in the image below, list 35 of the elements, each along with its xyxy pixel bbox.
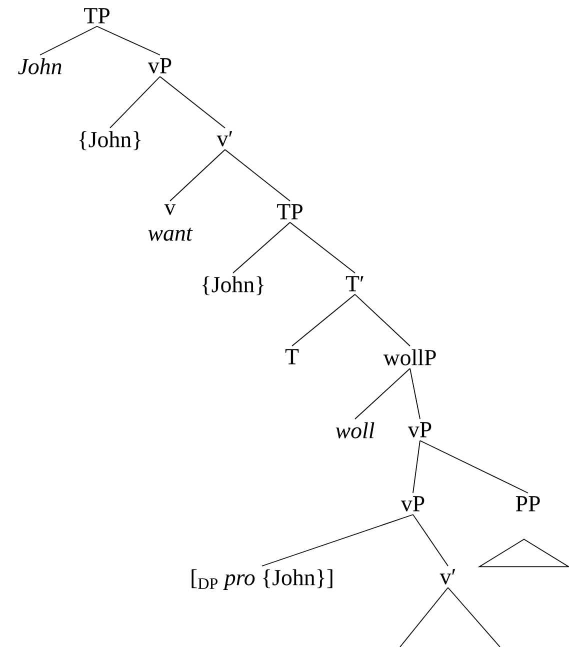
branch-line [410, 368, 420, 420]
branch-line [96, 26, 160, 56]
branch-line [224, 149, 290, 202]
tree-label: TP [277, 204, 302, 220]
tree-label: T [285, 349, 299, 364]
branch-line [290, 222, 356, 274]
tree-label: [$_{DP}$ pro {John}] [192, 569, 332, 590]
branch-line [412, 440, 420, 494]
branch-line [110, 76, 160, 128]
tree-label: v′ [216, 131, 232, 146]
tree-label: woll [336, 422, 374, 438]
tree-label: TP [84, 8, 110, 24]
tree-label: wollP [383, 349, 436, 366]
branch-line [262, 514, 414, 566]
tree-label: PP [516, 496, 540, 512]
branch-line [412, 514, 448, 566]
tree-label: {John} [202, 276, 264, 296]
branch-line [292, 294, 356, 346]
branch-line [160, 76, 226, 128]
branch-line [354, 368, 410, 420]
branch-line [354, 294, 410, 346]
tree-label: vP [148, 58, 172, 74]
branch-line [420, 440, 528, 494]
tree-label: v′ [440, 569, 456, 584]
tree-label: vP [408, 422, 432, 438]
branch-line [448, 587, 500, 647]
branch-line [170, 149, 226, 202]
branch-line [232, 222, 290, 274]
tree-label: John [18, 58, 62, 74]
tree-label: v want [148, 204, 193, 241]
branch-line [40, 26, 98, 56]
tree-label: {John} [79, 131, 141, 150]
tree-label: vP [400, 496, 424, 512]
tree-label: T′ [346, 276, 364, 292]
branch-line [400, 587, 448, 647]
